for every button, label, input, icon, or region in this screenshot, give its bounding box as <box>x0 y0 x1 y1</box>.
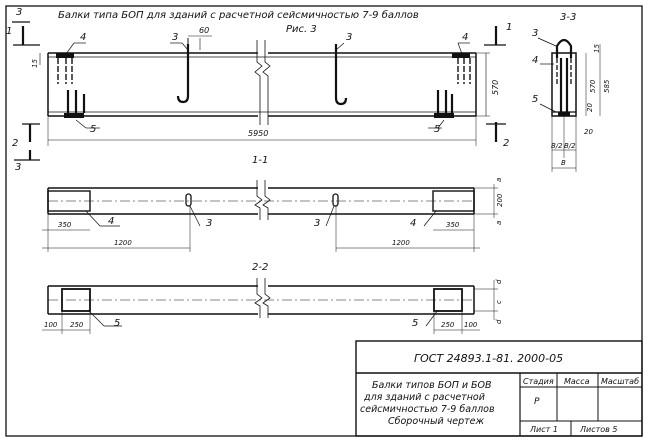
dim-100-right: 100 <box>464 321 478 329</box>
dim-5950: 5950 <box>248 129 268 138</box>
sheet-number: Лист 1 <box>529 425 558 434</box>
cut-3-left-top: 3 <box>16 7 22 18</box>
sheets-total: Листов 5 <box>579 425 618 434</box>
callout-5-section: 5 <box>532 94 538 105</box>
dim-350-left: 350 <box>58 221 72 229</box>
callout-4-section: 4 <box>532 55 538 66</box>
callout-4-right: 4 <box>462 32 468 43</box>
cut-1-left: 1 <box>6 26 12 37</box>
sheet-frame <box>5 5 643 437</box>
cut-2-left: 2 <box>12 138 18 149</box>
dim-350-right: 350 <box>446 221 460 229</box>
dim-b2-b: В/2 <box>564 142 576 150</box>
dim-d-top: d <box>495 279 503 284</box>
dim-b: В <box>561 159 566 167</box>
dim-1200-left: 1200 <box>114 239 132 247</box>
drawing-title: Балки типа БОП для зданий с расчетной се… <box>58 9 419 21</box>
col-stage: Стадия <box>523 377 554 386</box>
section-1-1-drawing <box>47 180 475 220</box>
section-2-2-label: 2-2 <box>252 262 268 273</box>
dim-20-section-b: 20 <box>584 128 593 136</box>
stage-value: Р <box>534 397 540 407</box>
title-block <box>355 340 643 437</box>
figure-label: Рис. 3 <box>286 24 317 35</box>
callout-3-s11-right: 3 <box>314 218 320 229</box>
dim-1200-right: 1200 <box>392 239 410 247</box>
dim-100-left: 100 <box>44 321 58 329</box>
col-scale: Масштаб <box>601 377 639 386</box>
cut-1-right: 1 <box>506 22 512 33</box>
dim-20-section-a: 20 <box>586 103 594 112</box>
callout-3-section: 3 <box>532 28 538 39</box>
cut-3-left-bottom: 3 <box>15 162 21 173</box>
callout-3-s11-left: 3 <box>206 218 212 229</box>
doc-name-line1: Балки типов БОП и БОВ <box>372 380 492 391</box>
callout-5-s22-right: 5 <box>412 318 418 329</box>
dim-200: 200 <box>496 193 504 207</box>
dim-570: 570 <box>491 80 500 95</box>
section-1-1-label: 1-1 <box>252 155 268 166</box>
dim-250-right: 250 <box>441 321 455 329</box>
doc-name-line4: Сборочный чертеж <box>388 416 485 427</box>
col-mass: Масса <box>564 377 590 386</box>
section-3-3-label: 3-3 <box>560 12 576 23</box>
cut-2-right: 2 <box>503 138 509 149</box>
callout-4-s11-left: 4 <box>108 216 114 227</box>
callout-3-left: 3 <box>172 32 178 43</box>
dim-a-bottom: а <box>495 221 503 225</box>
doc-name-line3: сейсмичностью 7-9 баллов <box>360 404 495 415</box>
dim-15-section: 15 <box>593 44 601 53</box>
section-2-2-drawing <box>47 278 475 318</box>
dim-b2-a: В/2 <box>551 142 563 150</box>
callout-5-left: 5 <box>90 124 96 135</box>
doc-name-line2: для зданий с расчетной <box>363 392 485 403</box>
callout-5-s22-left: 5 <box>114 318 120 329</box>
dim-15-left: 15 <box>31 59 39 68</box>
dim-60: 60 <box>199 26 209 35</box>
dim-250-left: 250 <box>70 321 84 329</box>
section-3-3-drawing <box>551 38 577 117</box>
doc-code: ГОСТ 24893.1-81. 2000-05 <box>414 352 563 365</box>
callout-4-left: 4 <box>80 32 86 43</box>
dim-d-bottom: d <box>495 319 503 324</box>
callout-3-right: 3 <box>346 32 352 43</box>
dim-c: с <box>495 300 503 304</box>
dim-a-top: а <box>495 178 503 182</box>
beam-elevation <box>47 38 477 125</box>
callout-5-right: 5 <box>434 124 440 135</box>
callout-4-s11-right: 4 <box>410 218 416 229</box>
dim-585-section: 585 <box>603 79 611 93</box>
dim-570-section: 570 <box>589 79 597 93</box>
